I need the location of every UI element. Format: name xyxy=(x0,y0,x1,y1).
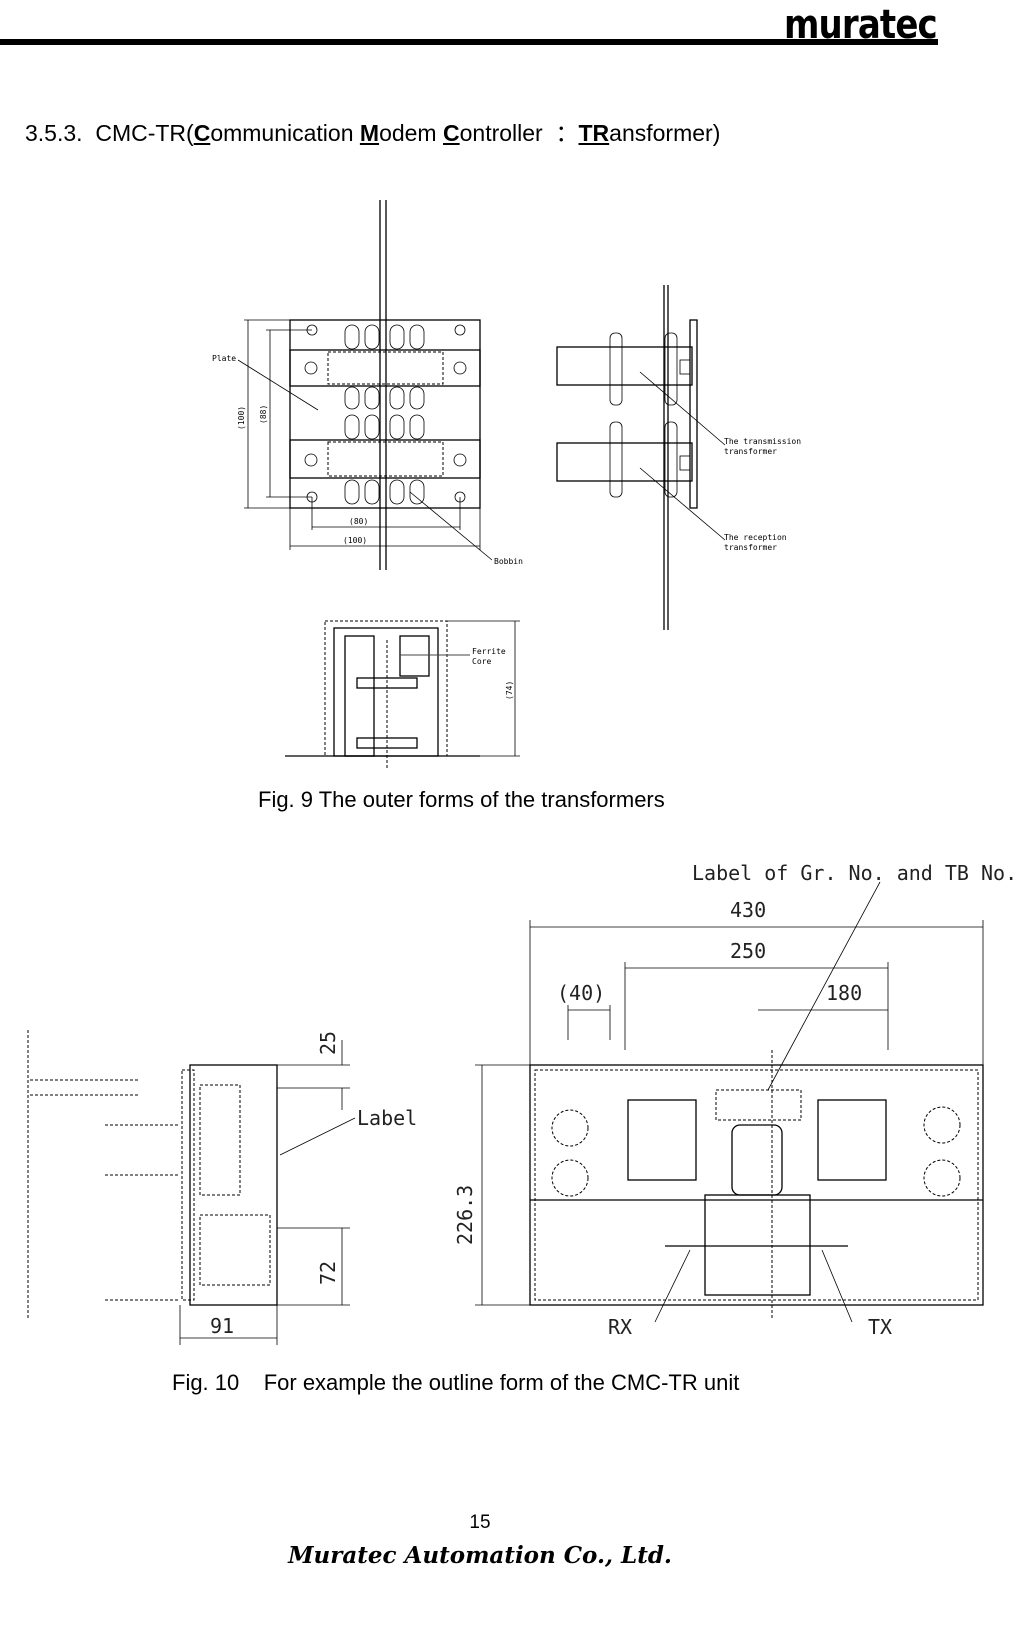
header-rule xyxy=(0,39,938,45)
label-plate: Plate xyxy=(212,354,236,363)
section-heading: 3.5.3. CMC-TR(Communication Modem Contro… xyxy=(25,114,720,148)
label-transmission-line2: transformer xyxy=(724,447,777,456)
title-acronym-letter: C xyxy=(443,120,460,146)
dim-bottom: 72 xyxy=(316,1261,340,1285)
section-title: CMC-TR(Communication Modem Controller ：T… xyxy=(95,120,720,146)
dim-height-outer: (100) xyxy=(237,406,246,430)
title-acronym-letter: C xyxy=(193,120,211,146)
label-transmission-line1: The transmission xyxy=(724,437,801,446)
dim-offset: (40) xyxy=(557,981,605,1005)
label-label: Label xyxy=(357,1106,417,1130)
title-text: CMC-TR( xyxy=(95,120,194,146)
fig10-caption: Fig. 10 For example the outline form of … xyxy=(172,1370,740,1395)
title-text: ansformer) xyxy=(609,120,721,146)
title-text: ontroller ： xyxy=(459,120,579,146)
label-bobbin: Bobbin xyxy=(494,557,523,566)
footer-company: Muratec Automation Co., Ltd. xyxy=(288,1542,672,1569)
label-reception-line2: transformer xyxy=(724,543,777,552)
fig9-side-view: The transmission transformer The recepti… xyxy=(556,285,801,630)
label-gr-tb: Label of Gr. No. and TB No. xyxy=(692,861,1017,885)
label-ferrite-line1: Ferrite xyxy=(472,647,506,656)
title-acronym-letter: TR xyxy=(578,120,610,146)
dim-depth: 91 xyxy=(210,1314,234,1338)
dim-mount-pitch: 250 xyxy=(730,939,766,963)
label-reception-line1: The reception xyxy=(724,533,787,542)
dim-height-inner: (88) xyxy=(259,405,268,424)
dim-core-height: (74) xyxy=(505,681,514,700)
dim-width-inner: (80) xyxy=(349,517,368,526)
title-acronym-letter: M xyxy=(359,120,380,146)
title-text: odem xyxy=(379,120,443,146)
section-number: 3.5.3. xyxy=(25,120,83,146)
fig9-caption: Fig. 9 The outer forms of the transforme… xyxy=(258,787,665,812)
fig9-front-view: (100) (88) (80) (100) Plate Bobbin xyxy=(212,200,523,570)
fig10-side-view: 25 72 91 Label xyxy=(27,1030,417,1345)
fig10-front-view: 430 250 (40) 180 226.3 Label of Gr. No. … xyxy=(453,861,1017,1339)
page-number: 15 xyxy=(469,1512,491,1533)
dim-width-outer: (100) xyxy=(343,536,367,545)
label-ferrite-line2: Core xyxy=(472,657,491,666)
label-tx: TX xyxy=(868,1315,892,1339)
label-rx: RX xyxy=(608,1315,632,1339)
fig9-core-view: (74) Ferrite Core xyxy=(285,620,520,770)
title-text: ommunication xyxy=(210,120,360,146)
dim-height: 226.3 xyxy=(453,1185,477,1245)
dim-top-margin: 25 xyxy=(316,1031,340,1055)
dim-total-width: 430 xyxy=(730,898,766,922)
dim-right-span: 180 xyxy=(826,981,862,1005)
